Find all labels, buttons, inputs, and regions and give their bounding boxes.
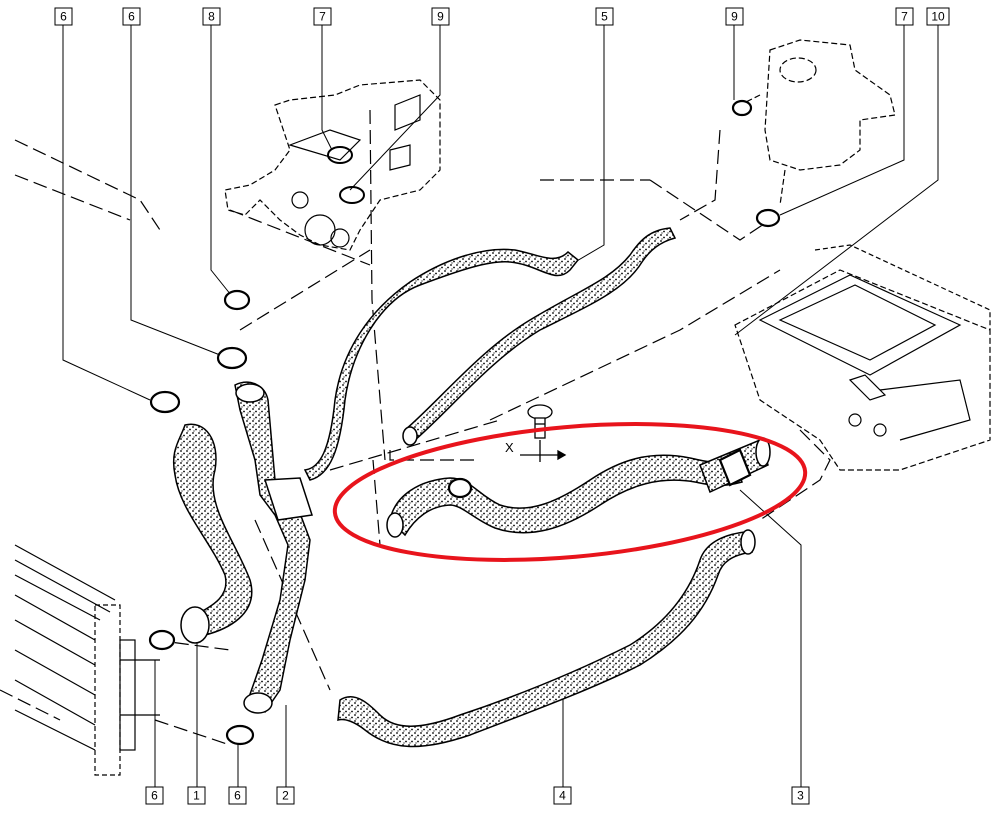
callout-top-7: 9 [725, 7, 744, 26]
callouts-bottom: 6 1 6 2 4 3 [145, 786, 810, 805]
callout-label: 9 [731, 10, 738, 24]
leader-lines [62, 25, 939, 790]
hose-5 [403, 227, 677, 442]
engine-block [224, 79, 441, 251]
annotation-x: X [505, 440, 514, 455]
callout-label: 6 [234, 789, 241, 803]
clamp-8 [223, 289, 251, 311]
callout-label: 7 [319, 10, 326, 24]
clamp-hose3-left [447, 477, 473, 499]
clamp-6-d [225, 724, 255, 746]
clamp-6-c [148, 629, 176, 651]
callout-top-4: 7 [313, 7, 332, 26]
callout-label: 4 [559, 789, 566, 803]
hose-upper [303, 248, 580, 481]
callout-label: 3 [797, 789, 804, 803]
expansion-tank [739, 39, 896, 206]
callout-bottom-1: 6 [145, 786, 164, 805]
callout-bottom-2: 1 [187, 786, 206, 805]
callout-top-8: 7 [895, 7, 914, 26]
callout-label: 7 [901, 10, 908, 24]
radiator [14, 544, 160, 776]
callout-label: 5 [601, 10, 608, 24]
callout-top-2: 6 [122, 7, 141, 26]
callout-label: 10 [931, 10, 945, 24]
callout-top-6: 5 [595, 7, 614, 26]
callout-bottom-6: 3 [791, 786, 810, 805]
bleed-screw [520, 404, 567, 462]
hoses [173, 227, 771, 748]
callout-label: 6 [151, 789, 158, 803]
callout-label: 8 [208, 10, 215, 24]
callout-label: 6 [60, 10, 67, 24]
clamp-7-right [755, 208, 781, 228]
callout-label: 1 [193, 789, 200, 803]
hose-1 [173, 423, 253, 636]
callout-top-3: 8 [202, 7, 221, 26]
callout-top-5: 9 [431, 7, 450, 26]
callout-label: 2 [282, 789, 289, 803]
hose-2 [234, 381, 311, 714]
clamp-6-a [149, 390, 181, 414]
callout-top-9: 10 [926, 7, 950, 26]
clamp-9-top [731, 99, 753, 117]
hose-4 [337, 531, 754, 748]
callout-label: 9 [437, 10, 444, 24]
hose-clamps [148, 99, 781, 746]
heater-unit [734, 244, 991, 471]
callout-bottom-4: 2 [276, 786, 295, 805]
callout-top-1: 6 [54, 7, 73, 26]
clamp-6-b [216, 346, 248, 370]
callout-bottom-3: 6 [228, 786, 247, 805]
hose-3 [389, 454, 743, 537]
callouts-top: 6 6 8 7 9 5 9 7 10 [54, 7, 950, 26]
callout-bottom-5: 4 [553, 786, 572, 805]
highlight-ellipse [332, 422, 808, 562]
callout-label: 6 [128, 10, 135, 24]
